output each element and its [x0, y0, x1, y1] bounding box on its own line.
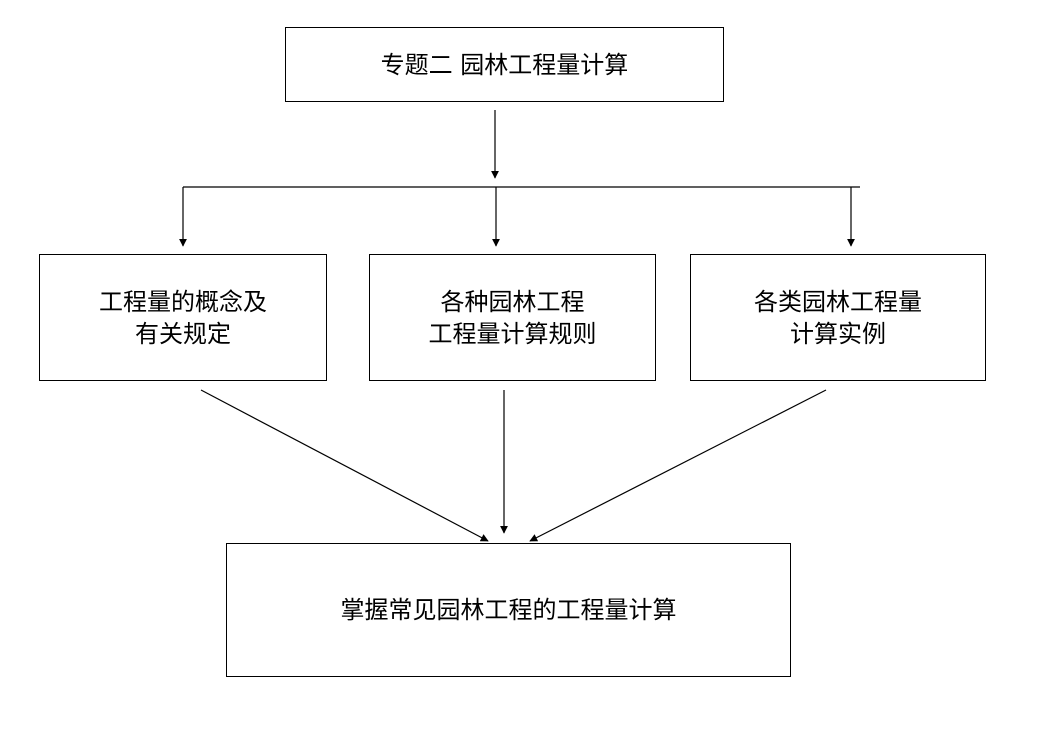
node-bottom-line-1: 掌握常见园林工程的工程量计算 [340, 596, 677, 624]
node-right-line-2: 计算实例 [790, 319, 886, 348]
node-calculation-rules: 各种园林工程 工程量计算规则 [369, 254, 656, 381]
edge-right-to-bottom [529, 389, 827, 542]
node-calculation-examples: 各类园林工程量 计算实例 [690, 254, 986, 381]
node-concepts-and-rules: 工程量的概念及 有关规定 [39, 254, 327, 381]
node-middle-line-2: 工程量计算规则 [428, 319, 597, 348]
node-top-line-1: 专题二 园林工程量计算 [380, 50, 629, 79]
node-middle-line-1: 各种园林工程 [440, 287, 585, 316]
edge-left-to-bottom [200, 389, 489, 542]
node-left-line-2: 有关规定 [135, 319, 231, 348]
node-left-line-1: 工程量的概念及 [99, 287, 267, 316]
node-right-line-1: 各类园林工程量 [754, 287, 922, 316]
node-topic-title: 专题二 园林工程量计算 [285, 27, 724, 102]
node-learning-goal: 掌握常见园林工程的工程量计算 [226, 543, 791, 677]
